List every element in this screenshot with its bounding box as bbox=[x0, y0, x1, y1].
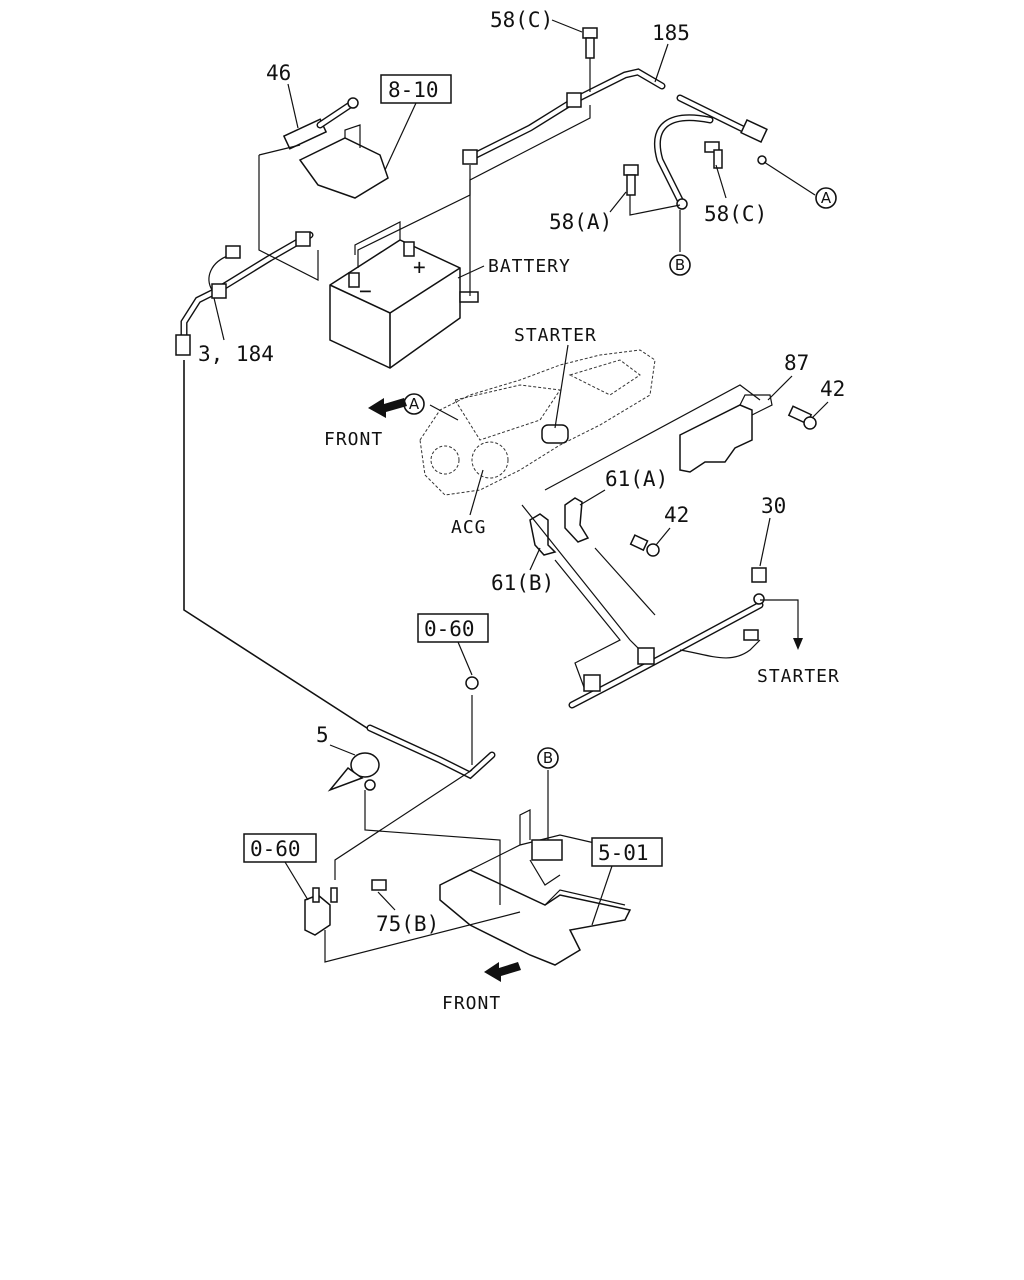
svg-text:A: A bbox=[409, 395, 420, 413]
starter-cable bbox=[568, 567, 767, 709]
label-185: 185 bbox=[652, 21, 690, 45]
ref-0-60-top: 0-60 bbox=[424, 617, 475, 641]
leader-lines-middle bbox=[521, 384, 761, 691]
frame-bracket-0-60 bbox=[304, 887, 338, 936]
bracket-61b bbox=[529, 513, 557, 556]
battery-plus-sign: + bbox=[413, 255, 426, 279]
ref-0-60-bottom: 0-60 bbox=[250, 837, 301, 861]
callout-a-engine-leader bbox=[429, 404, 459, 421]
front-arrow-bottom: front-arrow-icon bbox=[484, 962, 521, 982]
label-75b: 75(B) bbox=[376, 912, 439, 936]
label-42-mid: 42 bbox=[664, 503, 689, 527]
cable-185 bbox=[462, 68, 768, 165]
label-30: 30 bbox=[761, 494, 786, 518]
bolt-42-mid bbox=[629, 534, 660, 557]
battery-bracket-46 bbox=[282, 97, 389, 199]
clip-0-60-top bbox=[457, 641, 479, 765]
acg-leader bbox=[469, 469, 484, 516]
label-61a: 61(A) bbox=[605, 467, 668, 491]
label-61b: 61(B) bbox=[491, 571, 554, 595]
label-battery: BATTERY bbox=[488, 256, 571, 277]
label-58a: 58(A) bbox=[549, 210, 612, 234]
starter-arrow: down-arrow-icon bbox=[793, 638, 803, 650]
label-front-top: FRONT bbox=[324, 429, 383, 450]
bracket-87 bbox=[679, 394, 817, 473]
bracket-61a bbox=[564, 497, 590, 543]
cable-3-184 bbox=[175, 231, 496, 780]
label-acg: ACG bbox=[451, 517, 487, 538]
label-58c-top: 58(C) bbox=[490, 8, 553, 32]
bolt-58c-top bbox=[582, 27, 598, 59]
battery-minus-sign: − bbox=[359, 279, 372, 303]
label-42-top: 42 bbox=[820, 377, 845, 401]
bolt-58c-right bbox=[704, 141, 723, 169]
bolt-58a bbox=[623, 164, 639, 196]
svg-text:B: B bbox=[675, 256, 685, 274]
label-58c-right: 58(C) bbox=[704, 202, 767, 226]
label-46: 46 bbox=[266, 61, 291, 85]
front-arrow-top: front-arrow-icon bbox=[368, 398, 407, 418]
label-5: 5 bbox=[316, 723, 329, 747]
callout-a-upper: A bbox=[815, 187, 837, 209]
bolt-75b bbox=[371, 879, 387, 891]
callout-b-upper: B bbox=[669, 254, 691, 276]
battery-assembly: + − bbox=[329, 221, 479, 369]
ref-box-0-60-bottom bbox=[243, 833, 317, 863]
label-3-184: 3, 184 bbox=[198, 342, 274, 366]
ref-box-5-01 bbox=[591, 837, 663, 867]
ref-box-0-60-top bbox=[417, 613, 489, 643]
ground-cable bbox=[653, 114, 714, 210]
grommet-5 bbox=[327, 744, 380, 792]
svg-text:A: A bbox=[821, 189, 832, 207]
callout-b-frame: B bbox=[537, 747, 559, 769]
label-starter-right: STARTER bbox=[757, 666, 840, 687]
engine-outline bbox=[419, 349, 656, 496]
callout-a-engine: A bbox=[403, 393, 425, 415]
starter-leader bbox=[554, 344, 569, 429]
label-front-bottom: FRONT bbox=[442, 993, 501, 1014]
label-87: 87 bbox=[784, 351, 809, 375]
svg-text:B: B bbox=[543, 749, 553, 767]
leader-lines-upper bbox=[258, 58, 816, 296]
starter-direction-leader bbox=[760, 599, 799, 640]
ref-8-10: 8-10 bbox=[388, 78, 439, 102]
ref-box-8-10 bbox=[380, 74, 452, 104]
ref-5-01: 5-01 bbox=[598, 841, 649, 865]
label-starter-top: STARTER bbox=[514, 325, 597, 346]
leader-lines-lower bbox=[284, 769, 613, 963]
chassis-frame bbox=[439, 809, 632, 966]
